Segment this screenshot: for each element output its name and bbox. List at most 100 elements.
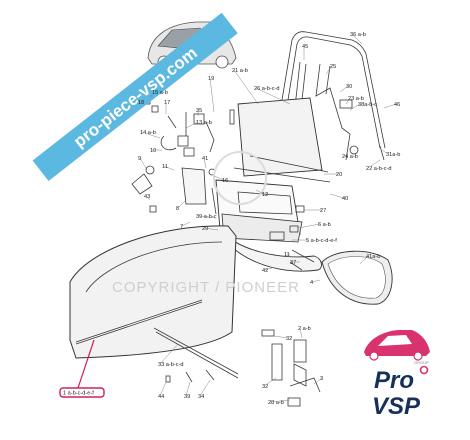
label-leaders bbox=[139, 33, 397, 403]
leader-line-l16 bbox=[213, 175, 225, 181]
leader-line-l19 bbox=[209, 77, 215, 113]
leader-line-l28 bbox=[269, 399, 291, 403]
logo-group-text: GROUP bbox=[414, 360, 429, 365]
leader-line-l41ab bbox=[359, 255, 369, 265]
part-label: 12 bbox=[262, 192, 268, 198]
part-label: 29 bbox=[202, 226, 208, 232]
part-label: 46 bbox=[394, 102, 400, 108]
part-label: 34 bbox=[198, 394, 204, 400]
part-label: 7 bbox=[180, 224, 183, 230]
part-label: 14 a-b bbox=[140, 130, 156, 136]
provsp-logo: GROUP Pro VSP bbox=[364, 330, 430, 420]
watermark: COPYRIGHT / PIONEER bbox=[112, 151, 300, 296]
part-label: 4 bbox=[310, 280, 313, 286]
leader-line-l14 bbox=[141, 131, 161, 139]
leader-line-l12 bbox=[255, 189, 265, 195]
part-label: 9 bbox=[138, 156, 141, 162]
leader-line-l36 bbox=[351, 33, 363, 45]
logo-pro-text: Pro bbox=[374, 367, 414, 394]
part-label: 42 bbox=[262, 268, 268, 274]
leader-line-l32b bbox=[263, 377, 277, 387]
part-label: 36 a-b bbox=[350, 32, 366, 38]
part-label: 20 bbox=[336, 172, 342, 178]
part-label: 40 bbox=[342, 196, 348, 202]
part-label: 23 a-b bbox=[348, 96, 364, 102]
leader-line-l4 bbox=[311, 279, 321, 283]
part-label: 41a-b bbox=[366, 254, 380, 260]
banner-text: pro-piece-vsp.com bbox=[70, 43, 201, 151]
leader-line-l22 bbox=[367, 159, 381, 169]
part-label: 15 a-b bbox=[152, 90, 168, 96]
part-label: 39 bbox=[184, 394, 190, 400]
part-label: 41 bbox=[202, 156, 208, 162]
leader-line-l34 bbox=[199, 379, 211, 397]
part-label: 37 bbox=[290, 260, 296, 266]
leader-line-l46 bbox=[383, 103, 397, 109]
leader-line-l32a bbox=[273, 335, 289, 339]
leader-line-l25 bbox=[325, 65, 333, 75]
leader-line-l38 bbox=[349, 103, 361, 111]
parts-drawing bbox=[69, 21, 393, 407]
part-label: 13 a-b bbox=[196, 120, 212, 126]
part-label: 28 a-b bbox=[268, 400, 284, 406]
banner-background bbox=[32, 12, 238, 182]
part-label: 33 a-b-c-d bbox=[158, 362, 184, 368]
leader-line-l7 bbox=[181, 221, 191, 227]
leader-line-l39b bbox=[197, 215, 217, 219]
part-label: 32 bbox=[286, 336, 292, 342]
part-label: 38a-b-c bbox=[358, 102, 377, 108]
leader-line-l40 bbox=[329, 193, 345, 199]
door-glass-21 bbox=[237, 97, 323, 177]
leader-line-l44 bbox=[159, 381, 167, 397]
part-label: 45 bbox=[302, 44, 308, 50]
part-label: 26 a-b-c-d bbox=[254, 86, 280, 92]
part-label: 19 bbox=[208, 76, 214, 82]
leader-line-l26 bbox=[255, 87, 291, 105]
highlight-callout: 1 a-b-c-d-e-f bbox=[59, 339, 105, 398]
leader-line-l6 bbox=[297, 223, 321, 229]
part-label: 21 a-b bbox=[232, 68, 248, 74]
part-label: 24 a-b bbox=[342, 154, 358, 160]
leader-line-l9 bbox=[139, 157, 147, 169]
part-label: 31a-b bbox=[386, 152, 400, 158]
part-label: 16 bbox=[222, 178, 228, 184]
window-seal-36 bbox=[281, 31, 386, 149]
part-label: 30 bbox=[346, 84, 352, 90]
leader-line-l30 bbox=[339, 85, 349, 93]
part-label: 18 bbox=[138, 100, 144, 106]
part-label: 44 bbox=[158, 394, 164, 400]
leader-line-l41 bbox=[203, 157, 207, 169]
leader-line-l33 bbox=[159, 343, 179, 365]
leader-line-l21 bbox=[233, 69, 259, 105]
highlight-label: 1 a-b-c-d-e-f bbox=[63, 391, 94, 397]
logo-vsp-text: VSP bbox=[372, 393, 421, 420]
leader-line-l13 bbox=[185, 121, 199, 129]
leader-line-l42 bbox=[263, 267, 273, 271]
leader-line-l23 bbox=[345, 97, 351, 105]
part-label: 10 bbox=[150, 148, 156, 154]
leader-line-l31 bbox=[381, 149, 389, 155]
watermark-text: COPYRIGHT / PIONEER bbox=[112, 279, 300, 296]
part-label: 25 bbox=[330, 64, 336, 70]
leader-line-l8 bbox=[177, 199, 187, 209]
leader-line-l43 bbox=[145, 195, 151, 201]
highlight-box bbox=[59, 387, 105, 398]
leader-line-l24 bbox=[343, 153, 349, 157]
leader-line-l11 bbox=[163, 165, 175, 171]
part-label: 6 a-b bbox=[318, 222, 331, 228]
part-label: 3 bbox=[320, 376, 323, 382]
part-label: 11 bbox=[162, 164, 168, 170]
part-label: 35 bbox=[196, 108, 202, 114]
part-label: 27 bbox=[320, 208, 326, 214]
leader-line-l39 bbox=[185, 381, 191, 397]
leader-line-l29 bbox=[203, 227, 219, 231]
part-label: 5 a-b-c-d-e-f bbox=[306, 238, 337, 244]
leader-line-l15 bbox=[149, 91, 155, 99]
part-label: 8 bbox=[176, 206, 179, 212]
part-label: 22 a-b-c-d bbox=[366, 166, 392, 172]
part-label: 17 bbox=[164, 100, 170, 106]
part-label: 11 bbox=[284, 252, 290, 258]
part-label: 32 bbox=[262, 384, 268, 390]
